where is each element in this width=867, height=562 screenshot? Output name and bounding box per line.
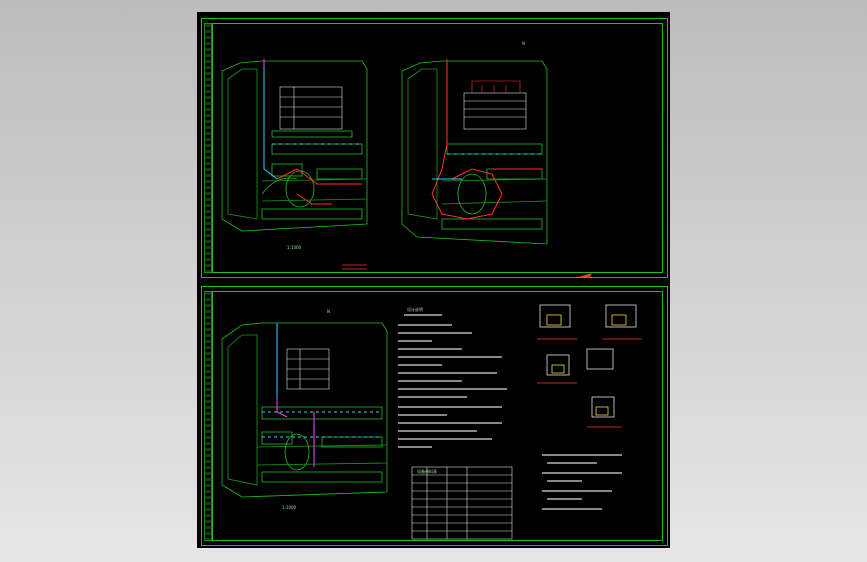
notes-title: 设计说明 — [407, 306, 423, 312]
construction-notes — [542, 454, 622, 510]
scale-label-top-left: 1:1000 — [287, 245, 302, 250]
detail-drawings — [537, 304, 642, 428]
cad-drawing-viewport[interactable]: N 1:1000 — [197, 12, 670, 548]
title-strip-left — [204, 291, 212, 541]
pipes-left — [263, 59, 362, 205]
drawing-sheet-top: N 1:1000 — [201, 18, 668, 278]
title-strip-left — [204, 23, 212, 273]
north-label-top-right: N — [522, 41, 525, 46]
scale-label-bottom: 1:1000 — [282, 505, 297, 510]
site-plan-right — [401, 60, 548, 245]
site-plan-bottom — [221, 322, 388, 498]
legend-table-right — [463, 80, 527, 130]
pipes-right — [431, 59, 542, 220]
site-plan-left — [221, 60, 368, 232]
pipes-bottom — [262, 323, 382, 467]
drawing-sheet-bottom: N 1:1000 — [201, 286, 668, 546]
site-plan-drawing-bottom: N 1:1000 — [221, 304, 642, 540]
sheet-frame-inner — [212, 291, 663, 541]
sheet-frame-inner — [212, 23, 663, 273]
north-label-bottom: N — [327, 309, 330, 314]
table-header: 设备材料表 — [417, 468, 437, 474]
red-marker — [578, 273, 592, 277]
legend-table-left — [279, 86, 343, 130]
equipment-table — [411, 466, 513, 540]
legend-table-bottom — [286, 348, 330, 390]
site-plan-drawings-top: N 1:1000 — [221, 41, 592, 277]
design-notes — [398, 314, 507, 448]
